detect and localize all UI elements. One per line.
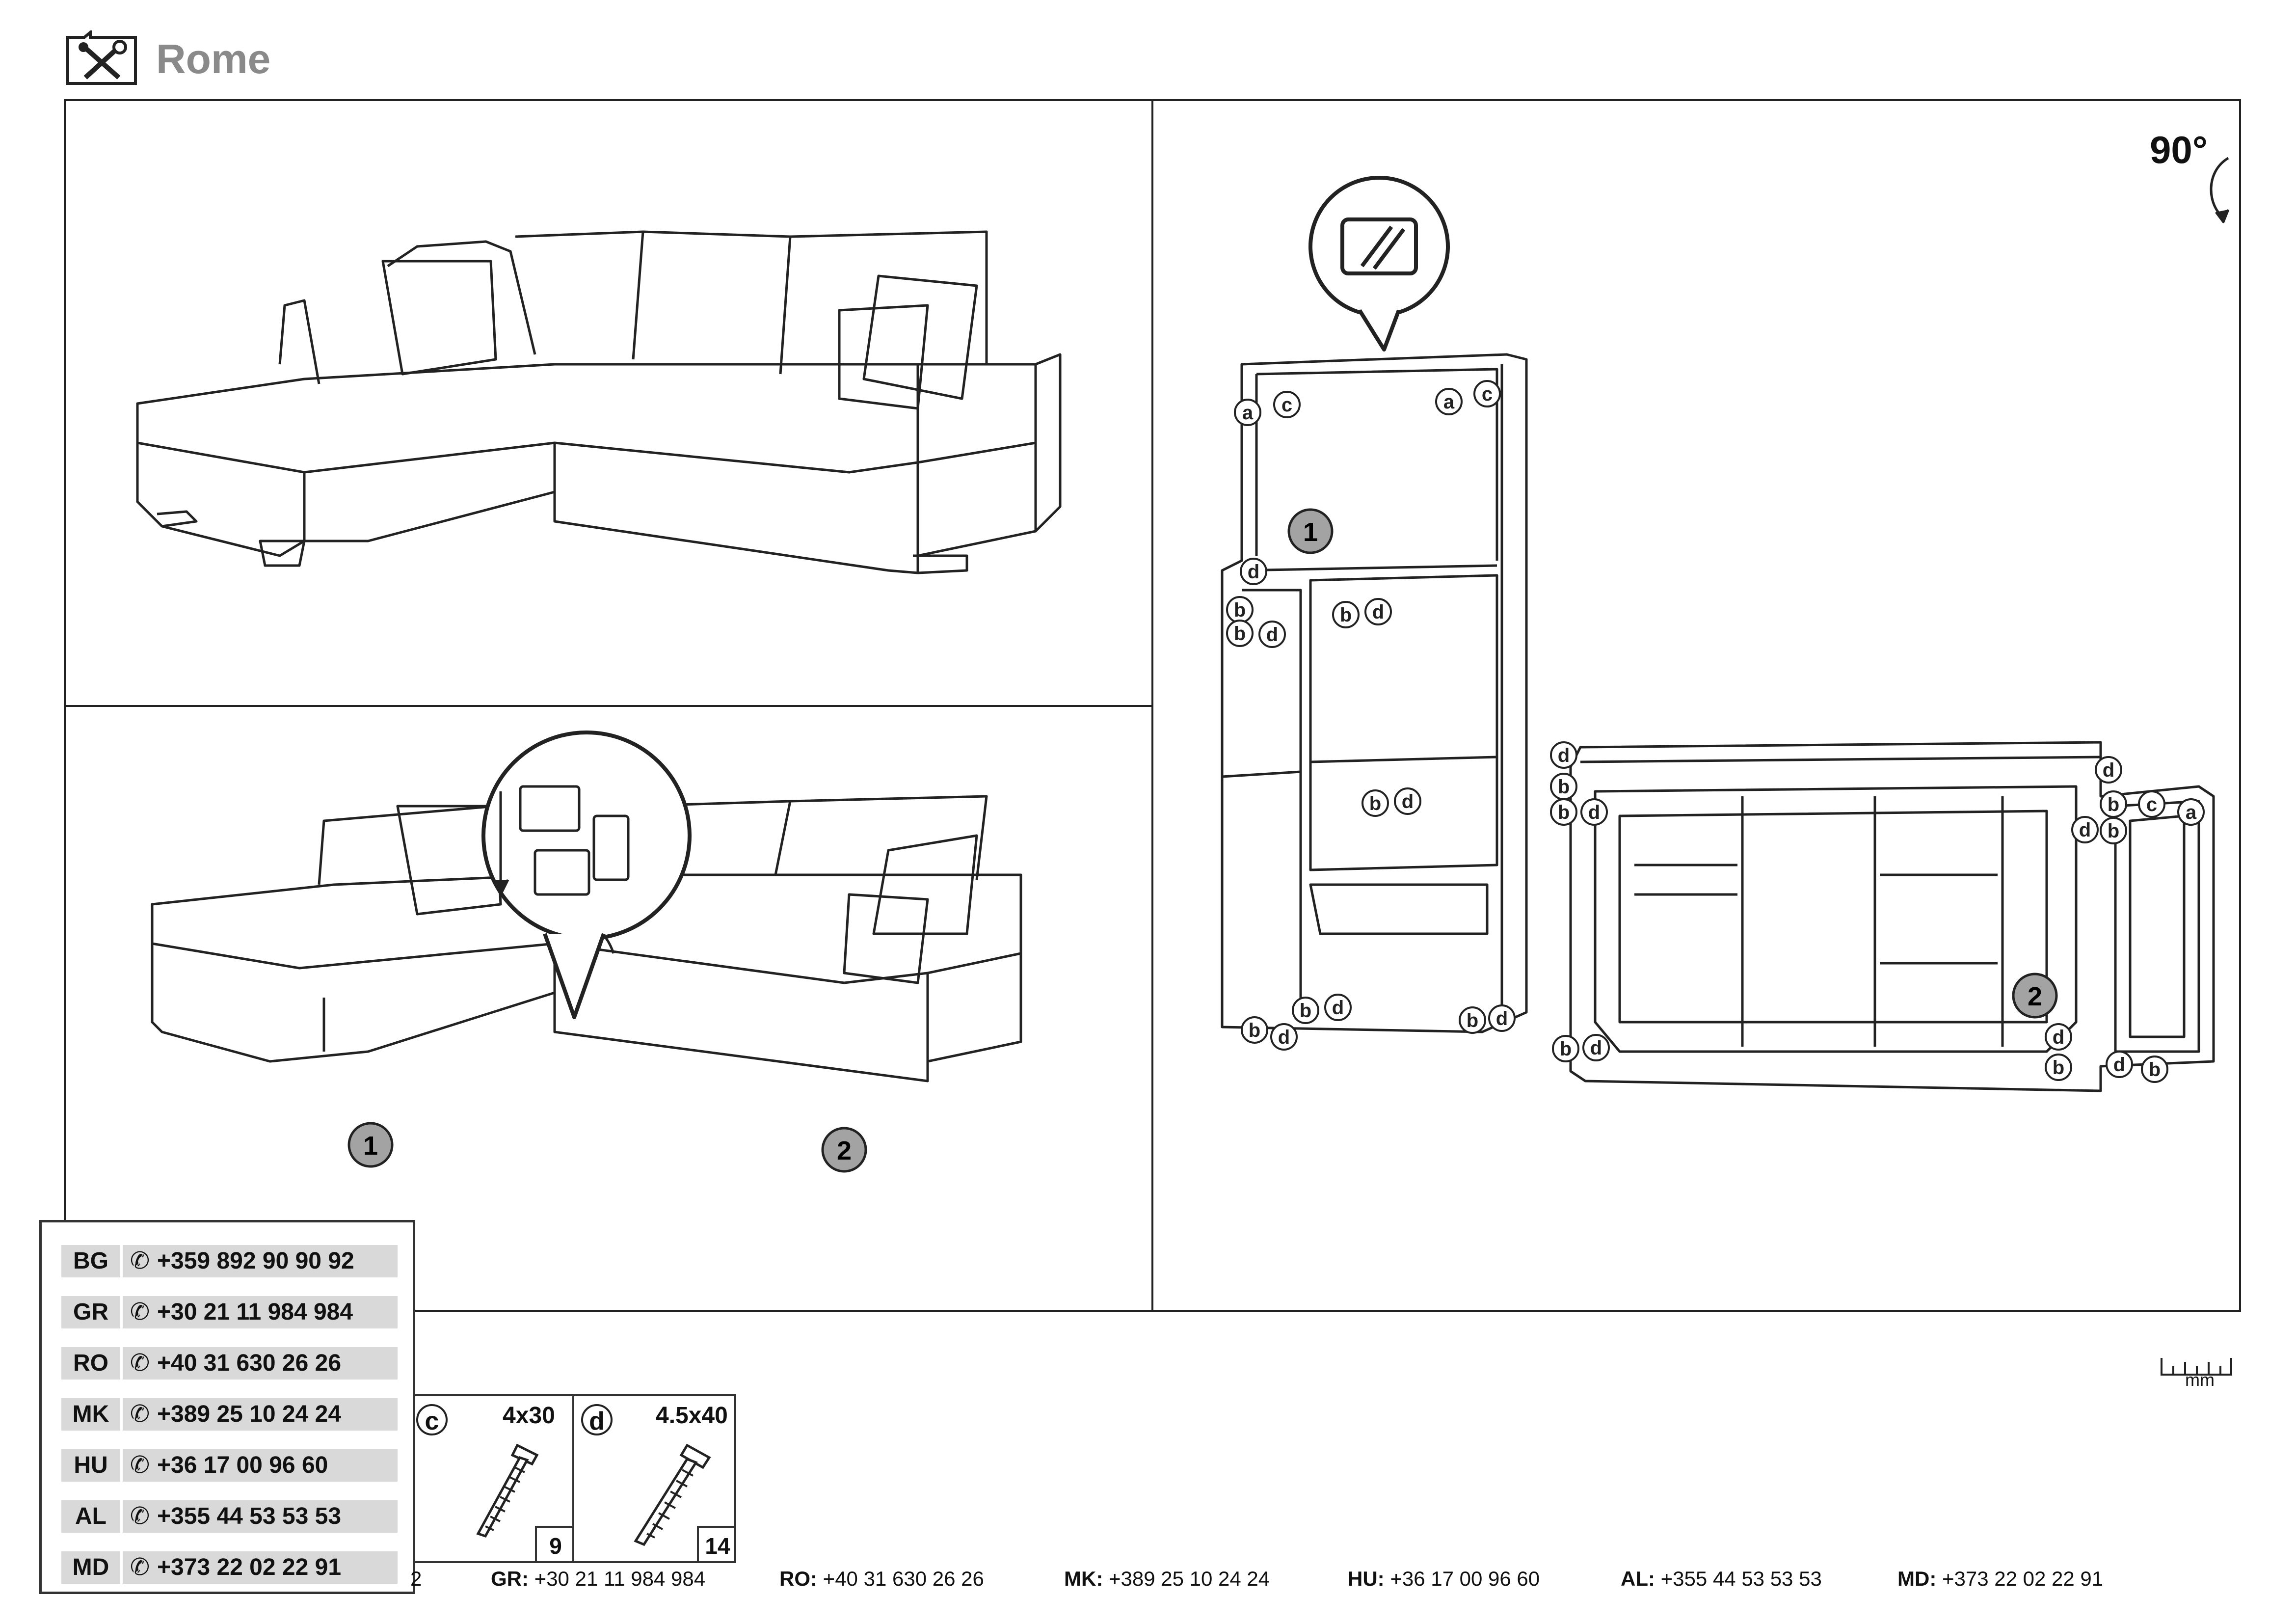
screw-icon xyxy=(476,1443,539,1538)
phone-row: MD ✆ +373 22 02 22 91 xyxy=(61,1551,405,1584)
screw-quantity: 9 xyxy=(535,1526,574,1563)
tools-icon xyxy=(65,30,138,85)
sofa-exploded-drawing xyxy=(151,731,1022,1083)
svg-text:b: b xyxy=(2108,794,2119,815)
svg-text:b: b xyxy=(1234,623,1246,645)
country-code: MD xyxy=(61,1551,120,1584)
svg-text:d: d xyxy=(1372,601,1384,623)
screw-letter: c xyxy=(416,1404,448,1435)
footer-hu: HU: +36 17 00 96 60 xyxy=(1348,1567,1540,1590)
country-code: MK xyxy=(61,1398,120,1431)
screw-letter: d xyxy=(581,1404,613,1435)
footer-bg-tail: 2 xyxy=(410,1567,422,1590)
svg-text:b: b xyxy=(2149,1059,2161,1081)
footer-al: AL: +355 44 53 53 53 xyxy=(1621,1567,1822,1590)
svg-text:b: b xyxy=(1558,776,1570,798)
svg-text:b: b xyxy=(1234,599,1246,621)
phone-number[interactable]: +36 17 00 96 60 xyxy=(157,1452,328,1478)
phone-icon: ✆ xyxy=(130,1401,150,1427)
svg-text:b: b xyxy=(2108,820,2119,842)
svg-text:d: d xyxy=(1402,791,1414,812)
screw-c-box: c 4x30 9 xyxy=(412,1394,574,1563)
svg-text:d: d xyxy=(1558,745,1570,766)
phone-row: MK ✆ +389 25 10 24 24 xyxy=(61,1398,405,1431)
phone-icon: ✆ xyxy=(130,1503,150,1529)
country-code: HU xyxy=(61,1449,120,1482)
ruler-icon xyxy=(2160,1355,2233,1399)
page-title: Rome xyxy=(156,36,271,82)
country-code: AL xyxy=(61,1500,120,1533)
svg-text:d: d xyxy=(2113,1054,2125,1076)
svg-text:d: d xyxy=(1332,997,1344,1019)
svg-text:b: b xyxy=(1467,1010,1478,1031)
svg-text:d: d xyxy=(1248,561,1259,583)
svg-text:d: d xyxy=(2079,819,2091,841)
phone-icon: ✆ xyxy=(130,1452,150,1478)
phone-row: HU ✆ +36 17 00 96 60 xyxy=(61,1449,405,1482)
svg-text:b: b xyxy=(1558,802,1570,823)
svg-text:d: d xyxy=(2053,1027,2064,1048)
phone-icon: ✆ xyxy=(130,1299,150,1325)
svg-text:d: d xyxy=(1496,1008,1508,1029)
svg-text:b: b xyxy=(1340,604,1352,626)
svg-text:d: d xyxy=(1266,624,1278,646)
phone-row: GR ✆ +30 21 11 984 984 xyxy=(61,1296,405,1328)
phone-row: RO ✆ +40 31 630 26 26 xyxy=(61,1347,405,1380)
svg-text:d: d xyxy=(1278,1027,1290,1048)
phone-row: AL ✆ +355 44 53 53 53 xyxy=(61,1500,405,1533)
footer-ro: RO: +40 31 630 26 26 xyxy=(779,1567,984,1590)
rotation-label: 90° xyxy=(2150,128,2208,171)
callout-2-sofa: 2 xyxy=(837,1136,852,1165)
assembly-illustrations: 1 2 1 2 a c a c d b b d b d xyxy=(64,99,2230,1312)
phone-icon: ✆ xyxy=(130,1554,150,1580)
sofa-assembled-drawing xyxy=(136,230,1062,574)
svg-text:a: a xyxy=(2186,802,2197,823)
screw-size: 4x30 xyxy=(503,1403,555,1429)
svg-text:c: c xyxy=(2146,794,2157,815)
footer-mk: MK: +389 25 10 24 24 xyxy=(1064,1567,1270,1590)
svg-text:a: a xyxy=(1443,391,1455,413)
screw-quantity: 14 xyxy=(697,1526,736,1563)
svg-text:a: a xyxy=(1242,402,1254,424)
svg-text:d: d xyxy=(1590,1037,1602,1059)
svg-text:b: b xyxy=(1300,1000,1311,1022)
scale-unit: mm xyxy=(2185,1370,2215,1390)
footer-md: MD: +373 22 02 22 91 xyxy=(1897,1567,2104,1590)
phone-icon: ✆ xyxy=(130,1350,150,1376)
svg-text:c: c xyxy=(1281,394,1292,416)
phone-number[interactable]: +359 892 90 90 92 xyxy=(157,1248,354,1274)
phone-number[interactable]: +389 25 10 24 24 xyxy=(157,1401,342,1427)
phone-row: BG ✆ +359 892 90 90 92 xyxy=(61,1245,405,1277)
screw-size: 4.5x40 xyxy=(656,1403,728,1429)
svg-text:b: b xyxy=(2053,1057,2064,1079)
frame-part-2-drawing xyxy=(1569,157,2230,1092)
country-code: RO xyxy=(61,1347,120,1380)
callouts: 1 2 1 2 xyxy=(347,508,2058,1173)
callout-2-frame: 2 xyxy=(2028,982,2042,1011)
svg-text:b: b xyxy=(1369,793,1381,814)
country-code: BG xyxy=(61,1245,120,1277)
svg-text:b: b xyxy=(1249,1020,1260,1041)
phone-number[interactable]: +355 44 53 53 53 xyxy=(157,1503,342,1529)
callout-1-sofa: 1 xyxy=(363,1131,378,1161)
phone-number[interactable]: +373 22 02 22 91 xyxy=(157,1554,342,1580)
svg-text:c: c xyxy=(1482,383,1493,405)
svg-text:d: d xyxy=(2103,759,2114,781)
hardware-markers xyxy=(1226,380,2205,1083)
phone-icon: ✆ xyxy=(130,1248,150,1274)
svg-text:b: b xyxy=(1560,1038,1572,1060)
footer-gr: GR: +30 21 11 984 984 xyxy=(491,1567,706,1590)
support-phone-panel: BG ✆ +359 892 90 90 92 GR ✆ +30 21 11 984 … xyxy=(39,1220,415,1594)
callout-1-frame: 1 xyxy=(1303,517,1318,547)
svg-text:d: d xyxy=(1588,802,1600,823)
phone-number[interactable]: +40 31 630 26 26 xyxy=(157,1350,342,1376)
country-code: GR xyxy=(61,1296,120,1328)
screw-d-box: d 4.5x40 14 xyxy=(572,1394,736,1563)
screw-icon xyxy=(634,1443,711,1546)
phone-number[interactable]: +30 21 11 984 984 xyxy=(157,1299,353,1325)
